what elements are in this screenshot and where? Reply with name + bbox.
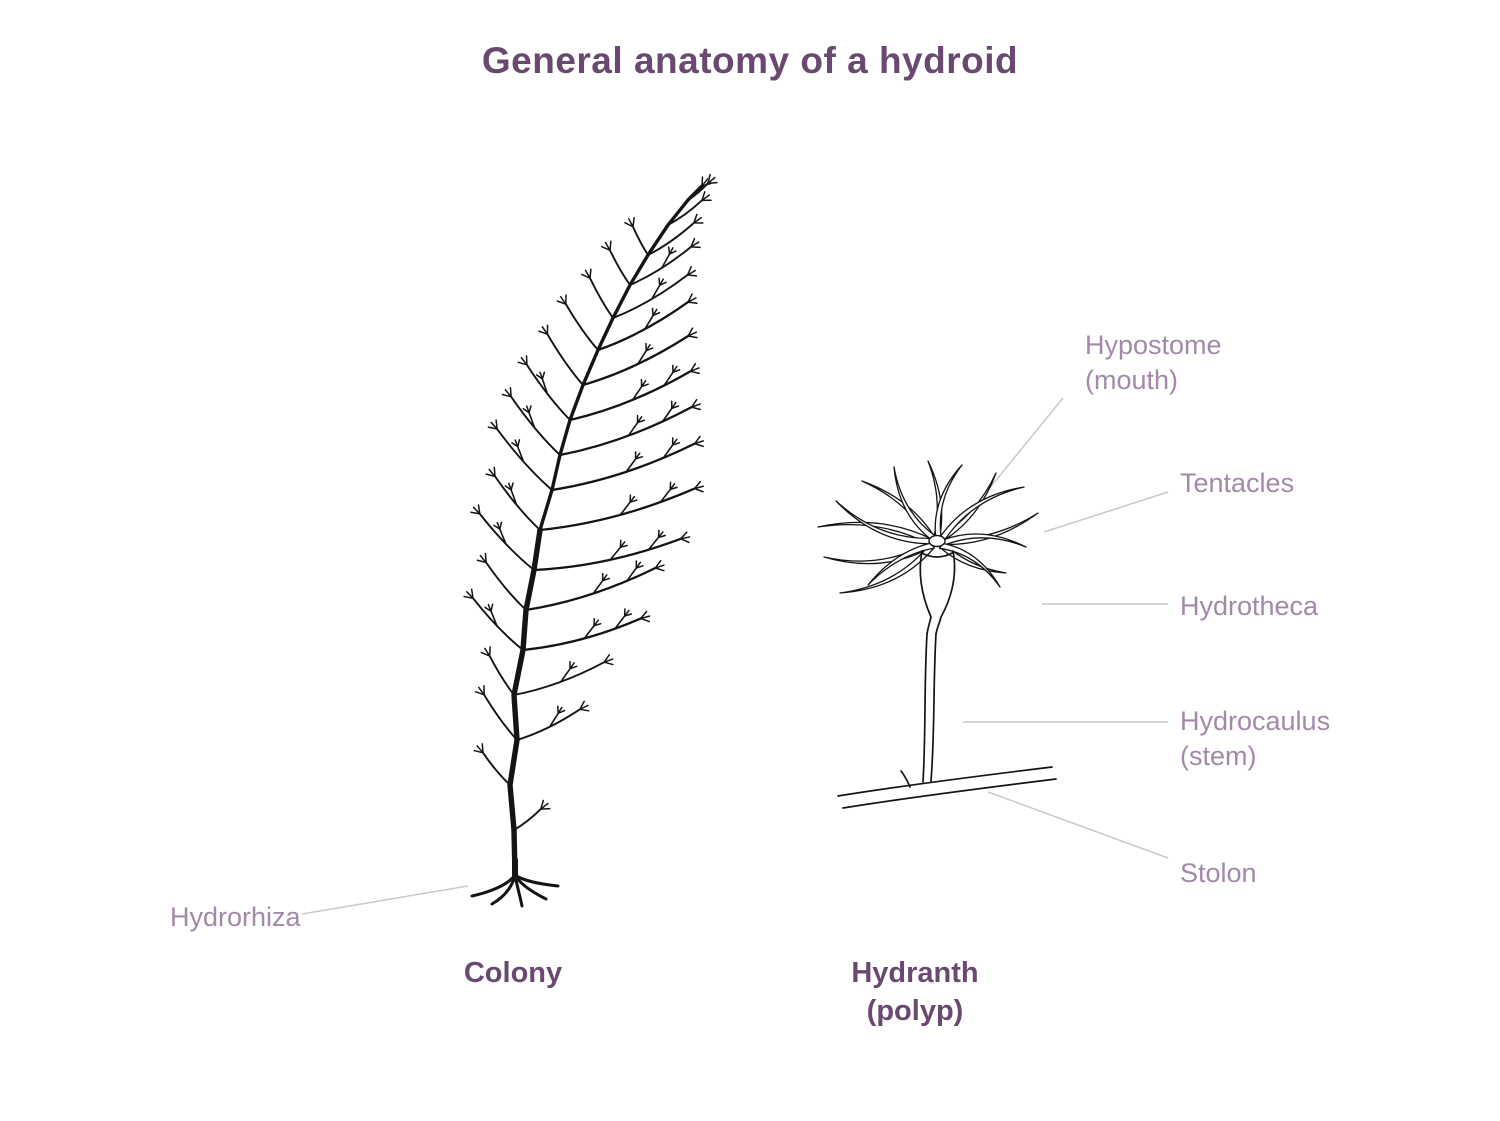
- hydranth-illustration: [817, 460, 1057, 809]
- caption-line: Hydranth: [851, 957, 979, 989]
- colony-illustration: [463, 173, 718, 908]
- caption-hydranth: Hydranth (polyp): [815, 954, 1015, 1030]
- label-hypostome: Hypostome (mouth): [1085, 328, 1222, 398]
- caption-colony: Colony: [463, 957, 563, 989]
- label-stolon: Stolon: [1180, 858, 1257, 888]
- label-tentacles: Tentacles: [1180, 468, 1295, 498]
- label-hydrorhiza: Hydrorhiza: [170, 902, 301, 932]
- leader-hydrorhiza: [301, 885, 469, 915]
- label-hydrotheca: Hydrotheca: [1180, 591, 1319, 621]
- label-line: Hydrocaulus: [1180, 706, 1331, 736]
- leader-tentacles: [1043, 491, 1169, 533]
- label-line: Hypostome: [1085, 330, 1222, 360]
- label-hydrocaulus: Hydrocaulus (stem): [1180, 704, 1330, 774]
- label-line: (mouth): [1085, 365, 1179, 395]
- caption-line: (polyp): [866, 995, 964, 1027]
- page-title: General anatomy of a hydroid: [481, 40, 1019, 81]
- leader-stolon: [987, 791, 1169, 859]
- label-line: (stem): [1180, 741, 1257, 771]
